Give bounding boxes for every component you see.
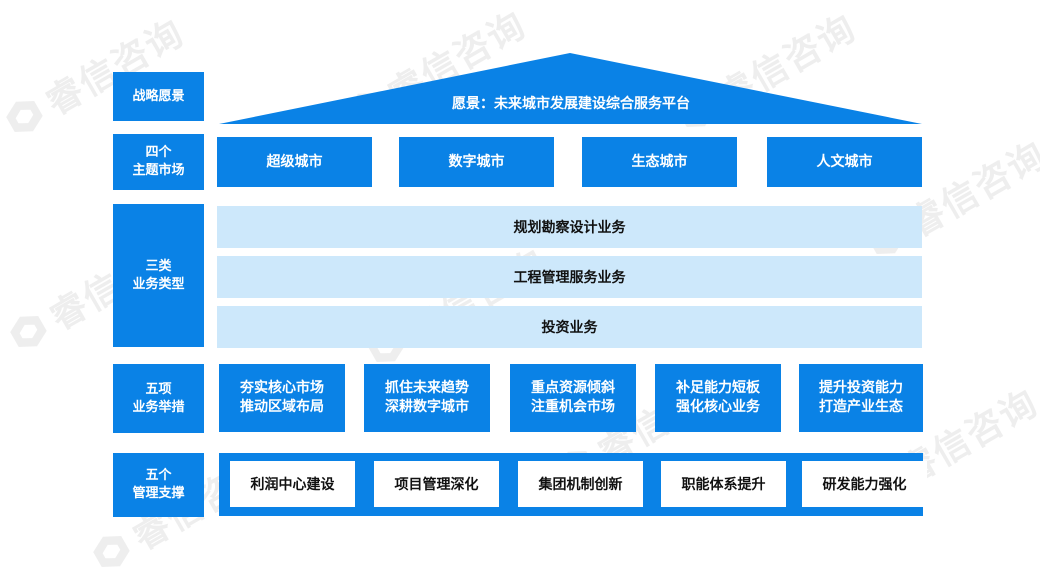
measure-box: 补足能力短板 强化核心业务 xyxy=(655,364,781,432)
support-box: 职能体系提升 xyxy=(661,461,786,507)
business-bar: 规划勘察设计业务 xyxy=(217,206,922,248)
layer-label-support: 五个 管理支撑 xyxy=(113,453,204,517)
layer-label-measures: 五项 业务举措 xyxy=(113,364,204,433)
market-box: 数字城市 xyxy=(399,137,554,187)
business-bar: 工程管理服务业务 xyxy=(217,256,922,298)
support-box: 利润中心建设 xyxy=(230,461,355,507)
support-box: 研发能力强化 xyxy=(802,461,927,507)
business-bar: 投资业务 xyxy=(217,306,922,348)
market-box: 人文城市 xyxy=(767,137,922,187)
support-box: 项目管理深化 xyxy=(374,461,499,507)
layer-label-vision: 战略愿景 xyxy=(113,72,204,121)
support-box: 集团机制创新 xyxy=(518,461,643,507)
layer-label-business: 三类 业务类型 xyxy=(113,204,204,347)
layer-label-markets: 四个 主题市场 xyxy=(113,134,204,190)
measure-box: 重点资源倾斜 注重机会市场 xyxy=(510,364,636,432)
measure-box: 提升投资能力 打造产业生态 xyxy=(799,364,923,432)
market-box: 生态城市 xyxy=(582,137,737,187)
measure-box: 抓住未来趋势 深耕数字城市 xyxy=(364,364,490,432)
market-box: 超级城市 xyxy=(217,137,372,187)
vision-title: 愿景：未来城市发展建设综合服务平台 xyxy=(452,96,690,112)
measure-box: 夯实核心市场 推动区域布局 xyxy=(219,364,345,432)
